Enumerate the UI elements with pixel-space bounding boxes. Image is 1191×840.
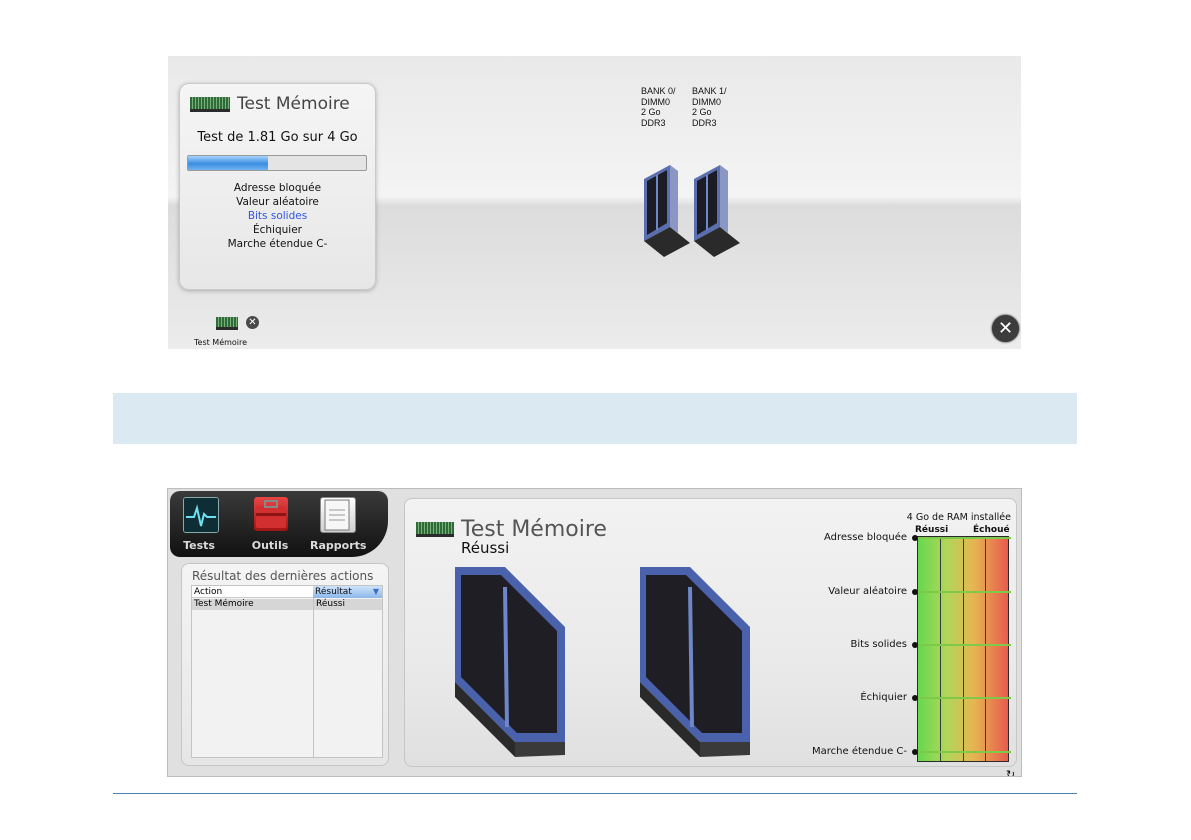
heartbeat-icon	[183, 497, 219, 533]
gauge-level-dot	[912, 642, 918, 648]
bank-0-line: DIMM0	[641, 96, 670, 107]
ram-icon	[190, 97, 230, 112]
tests-label: Tests	[183, 539, 215, 552]
sort-arrow-icon: ▼	[372, 587, 379, 596]
gauge-separator	[940, 537, 941, 761]
bank-0-line: DDR3	[641, 117, 666, 128]
gauge-level-dot	[912, 535, 918, 541]
memory-test-panel: Test Mémoire Test de 1.81 Go sur 4 Go Ad…	[179, 83, 376, 290]
gauge-level-dot	[912, 749, 918, 755]
gauge-test-label: Marche étendue C-	[812, 746, 907, 757]
dimm-module-icon	[455, 567, 565, 757]
close-icon[interactable]: ✕	[246, 316, 259, 329]
gauge-level-line	[913, 591, 1011, 593]
gauge-level-dot	[912, 589, 918, 595]
reports-button[interactable]: Rapports	[310, 497, 366, 555]
memory-test-result-screenshot: Tests Outils Rapports Résultat des derni…	[167, 488, 1022, 777]
progress-bar-fill	[188, 156, 269, 170]
column-divider	[313, 586, 314, 757]
bank-0-line: 2 Go	[641, 107, 661, 117]
test-item-marche-etendue: Marche étendue C-	[227, 238, 328, 250]
tools-label: Outils	[251, 539, 289, 552]
dimm-module-icon	[644, 165, 690, 257]
column-header-action[interactable]: Action	[192, 586, 313, 598]
gauge-pass-label: Réussi	[915, 525, 949, 535]
table-row-result[interactable]: Réussi	[314, 599, 382, 610]
test-item-valeur-aleatoire: Valeur aléatoire	[236, 196, 319, 208]
toolbar: Tests Outils Rapports	[170, 491, 388, 557]
bank-1-line: 2 Go	[692, 107, 712, 117]
dimm-module-icon	[694, 165, 740, 257]
bank-1-line: BANK 1/	[692, 86, 727, 96]
gauge-separator	[985, 537, 986, 761]
table-row-action[interactable]: Test Mémoire	[192, 599, 313, 610]
gauge-test-label: Adresse bloquée	[823, 532, 907, 543]
caption-band	[113, 393, 1077, 444]
test-item-adresse-bloquee: Adresse bloquée	[233, 182, 322, 194]
test-item-bits-solides: Bits solides	[247, 210, 308, 222]
result-status: Réussi	[461, 539, 510, 557]
gauge-test-label: Valeur aléatoire	[828, 586, 907, 597]
gauge-fail-label: Échoué	[973, 525, 1010, 535]
taskbar-label[interactable]: Test Mémoire	[194, 338, 248, 347]
gauge-level-line	[913, 644, 1011, 646]
result-gauge	[917, 536, 1009, 762]
result-title: Test Mémoire	[461, 517, 607, 542]
progress-bar	[187, 155, 367, 171]
reports-label: Rapports	[310, 539, 367, 552]
test-result-panel: Test Mémoire Réussi 4 Go de RAM installé…	[404, 498, 1017, 767]
column-header-result[interactable]: Résultat ▼	[313, 586, 382, 598]
ram-info: 4 Go de RAM installée	[906, 512, 1011, 523]
memory-test-running-screenshot: Test Mémoire Test de 1.81 Go sur 4 Go Ad…	[168, 56, 1021, 349]
progress-text: Test de 1.81 Go sur 4 Go	[197, 130, 358, 145]
bank-1-label: BANK 1/ DIMM0 2 Go DDR3	[692, 86, 727, 128]
gauge-level-dot	[912, 695, 918, 701]
refresh-icon[interactable]: ↻	[1006, 768, 1016, 777]
tools-button[interactable]: Outils	[248, 497, 292, 555]
dimm-module-icon	[640, 567, 750, 757]
bank-1-line: DIMM0	[692, 96, 721, 107]
ram-icon	[416, 522, 454, 537]
toolbox-icon	[254, 497, 288, 531]
results-title: Résultat des dernières actions	[192, 569, 374, 583]
tests-button[interactable]: Tests	[177, 497, 221, 555]
reports-icon	[320, 497, 356, 533]
bank-0-line: BANK 0/	[641, 86, 676, 96]
close-circle-icon[interactable]: ✕	[992, 315, 1019, 342]
test-item-echiquier: Échiquier	[253, 224, 302, 236]
bank-1-line: DDR3	[692, 117, 717, 128]
gauge-test-label: Échiquier	[860, 692, 907, 703]
panel-title: Test Mémoire	[237, 94, 350, 114]
bank-0-label: BANK 0/ DIMM0 2 Go DDR3	[641, 86, 676, 128]
results-table: Action Résultat ▼ Test Mémoire Réussi	[191, 585, 383, 758]
gauge-level-line	[913, 537, 1011, 539]
bottom-rule	[113, 793, 1077, 794]
gauge-level-line	[913, 751, 1011, 753]
gauge-separator	[963, 537, 964, 761]
ram-icon[interactable]	[216, 317, 238, 330]
gauge-level-line	[913, 697, 1011, 699]
gauge-test-label: Bits solides	[850, 639, 907, 650]
results-panel: Résultat des dernières actions Action Ré…	[181, 563, 389, 766]
column-header-result-label: Résultat	[315, 587, 352, 597]
